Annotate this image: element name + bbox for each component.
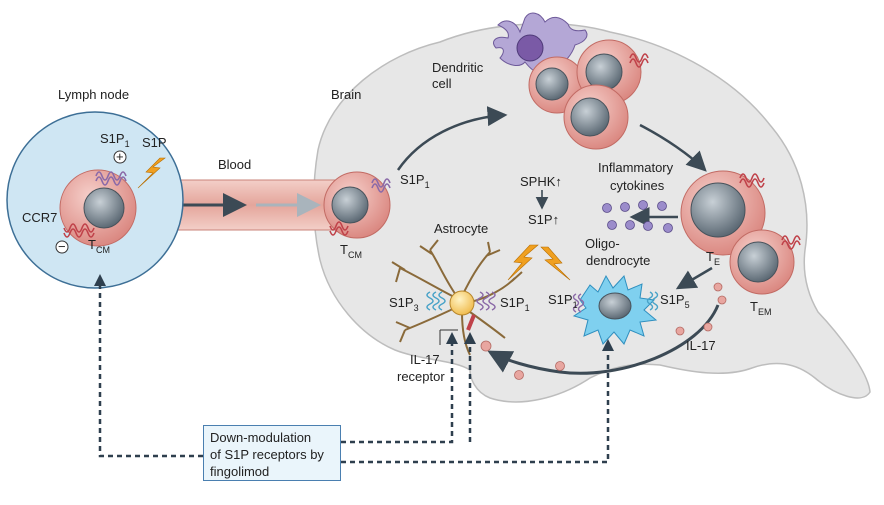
s1p1-receptor-oligo [572,293,585,313]
s1p-sub: 1 [125,139,130,149]
ccr7-label: CCR7 [22,210,57,225]
t-em-receptor [781,235,801,250]
s1p5-receptor-oligo [646,291,659,311]
dashed-arrowhead-astrocyte-2 [464,332,476,344]
s1p1-receptor-lymph [95,171,127,186]
t-cm-brain-nucleus [331,186,369,224]
inflammatory-cytokine-dots [602,200,673,233]
callout-line-2: of S1P receptors by [210,447,324,462]
dendritic-nucleus [516,34,544,62]
oligodendrocyte-label-1: Oligo- [585,236,620,251]
s1p1-receptor-brain [371,178,391,193]
minus-sign: − [58,239,66,254]
s1p-ligand-label: S1P [142,135,167,150]
t-cm-lymph-nucleus [83,187,125,229]
s1p-text: S1P [500,295,525,310]
dendritic-cell-label-2: cell [432,76,452,91]
s1p-sub: 1 [573,300,578,310]
s1p-text: S1P [660,292,685,307]
s1p-sub: 1 [525,303,530,313]
il17-receptor-label-1: IL-17 [410,352,440,367]
t-e-label: TE [706,249,720,267]
sphk-label: SPHK↑ [520,174,562,189]
s1p1-label-brain: S1P1 [400,172,430,190]
dashed-line-to-oligo [341,345,610,464]
t-em-sub: EM [758,307,772,317]
s1p-text: S1P [100,131,125,146]
s1p-sub: 1 [425,180,430,190]
inflammatory-cytokines-label-2: cytokines [610,178,665,193]
plus-sign: + [116,149,124,164]
il17-receptor-mark [466,314,476,331]
t-e-sub: E [714,257,720,267]
t-cell-upper-right-nucleus [585,53,623,91]
arrow-return-to-astrocyte [487,304,720,375]
t-cm-text: T [88,237,96,252]
callout-line-3: fingolimod [210,464,270,479]
dashed-line-to-astrocyte [341,338,454,444]
oligodendrocyte-nucleus [598,292,632,320]
t-em-label: TEM [750,299,771,317]
t-cm-lymph-label: TCM [88,237,110,255]
dashed-arrowhead-oligo [602,339,614,351]
lightning-bolt-icon [137,157,166,189]
s1p5-label: S1P5 [660,292,690,310]
s1p3-receptor-astrocyte [426,291,446,311]
t-cm-text: T [340,242,348,257]
fingolimod-callout-box: Down-modulation of S1P receptors by fing… [203,425,341,481]
il17-dots [480,282,727,380]
lightning-bolt-oligo-icon [540,246,571,281]
s1p-sub: 3 [414,303,419,313]
s1p1-label-astrocyte: S1P1 [500,295,530,313]
t-cm-sub: CM [96,245,110,255]
lightning-bolt-astro-icon [507,244,539,281]
ccr7-receptor-brain [329,221,349,236]
astrocyte-label: Astrocyte [434,221,488,236]
dendritic-cell-label-1: Dendritic [432,60,484,75]
s1p3-label: S1P3 [389,295,419,313]
brain-label: Brain [331,87,361,102]
arrow-te-to-oligo [675,266,713,290]
s1p-text: S1P [389,295,414,310]
t-em-text: T [750,299,758,314]
s1p-text: S1P [548,292,573,307]
oligodendrocyte-label-2: dendrocyte [586,253,650,268]
t-cell-upper-left-nucleus [535,67,569,101]
minus-icon [55,240,69,254]
ccr7-receptor-lymph [63,223,95,238]
dashed-arrowhead-lymph [94,274,106,286]
plus-icon [113,150,127,164]
dashed-line-to-lymph [98,280,203,458]
dashed-arrowhead-astrocyte [446,332,458,344]
t-cell-lower-nucleus [570,97,610,137]
s1p-up-label: S1P↑ [528,212,559,227]
t-e-receptor [739,173,765,188]
arrow-tcm-to-dendritic [396,106,508,171]
blood-label: Blood [218,157,251,172]
il17-receptor-label-2: receptor [397,369,445,384]
astrocyte-nucleus [449,290,475,316]
t-cell-receptor-upper [629,53,649,68]
arrow-dendritic-to-te [639,123,707,172]
t-em-nucleus [737,241,779,283]
s1p1-label-oligo: S1P1 [548,292,578,310]
s1p-text: S1P [400,172,425,187]
s1p1-label-lymph: S1P1 [100,131,130,149]
t-cm-sub: CM [348,250,362,260]
callout-line-1: Down-modulation [210,430,312,445]
lymph-node-label: Lymph node [58,87,129,102]
t-e-text: T [706,249,714,264]
s1p-sub: 5 [685,300,690,310]
t-cm-brain-label: TCM [340,242,362,260]
t-e-nucleus [690,182,746,238]
il17-label: IL-17 [686,338,716,353]
inflammatory-cytokines-label-1: Inflammatory [598,160,674,175]
s1p1-receptor-astrocyte [476,291,496,311]
